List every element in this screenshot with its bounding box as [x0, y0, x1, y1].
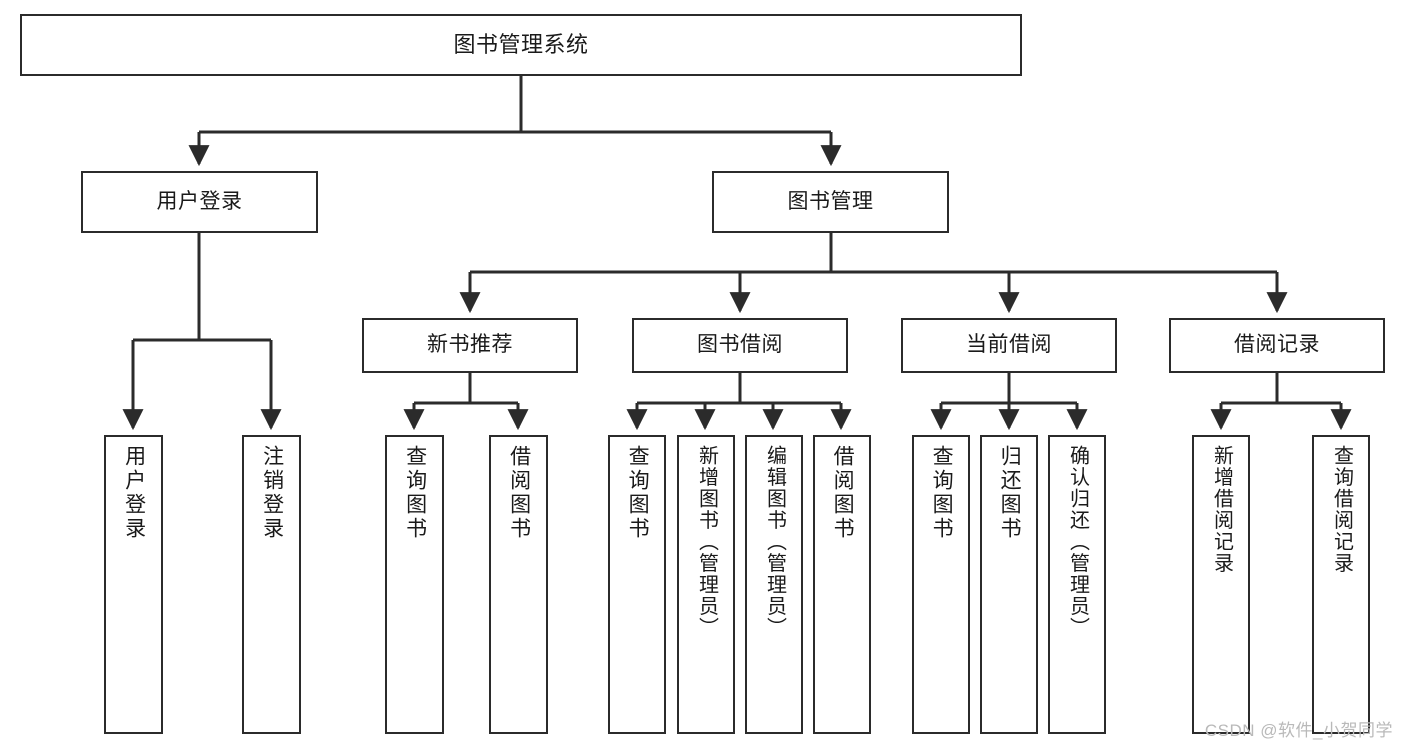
csdn-watermark: CSDN @软件_小贺同学: [1204, 721, 1393, 740]
node-leaf-query-book-3[interactable]: 查询图书: [912, 435, 970, 734]
node-book-manage-label: 图书管理: [787, 189, 874, 213]
node-leaf-edit-book-label: 编辑图书（管理员）: [763, 445, 786, 639]
node-leaf-borrow-book-2[interactable]: 借阅图书: [813, 435, 871, 734]
node-book-borrow-label: 图书借阅: [697, 333, 783, 357]
node-leaf-return-book-label: 归还图书: [998, 445, 1022, 541]
node-book-manage[interactable]: 图书管理: [712, 171, 949, 233]
node-leaf-borrow-book-1-label: 借阅图书: [507, 445, 531, 541]
node-root-label: 图书管理系统: [453, 32, 589, 58]
node-leaf-query-book-1[interactable]: 查询图书: [385, 435, 444, 734]
node-leaf-query-book-2[interactable]: 查询图书: [608, 435, 666, 734]
node-root[interactable]: 图书管理系统: [20, 14, 1022, 76]
node-leaf-query-record-label: 查询借阅记录: [1330, 445, 1353, 574]
node-new-book-recommend[interactable]: 新书推荐: [362, 318, 578, 373]
node-leaf-add-record-label: 新增借阅记录: [1210, 445, 1233, 574]
node-book-borrow[interactable]: 图书借阅: [632, 318, 848, 373]
node-user-login[interactable]: 用户登录: [81, 171, 318, 233]
node-leaf-confirm-return-label: 确认归还（管理员）: [1066, 445, 1089, 639]
node-leaf-logout-label: 注销登录: [260, 445, 284, 541]
node-leaf-query-record[interactable]: 查询借阅记录: [1312, 435, 1370, 734]
node-current-borrow[interactable]: 当前借阅: [901, 318, 1117, 373]
node-leaf-add-book-label: 新增图书（管理员）: [695, 445, 718, 639]
node-user-login-label: 用户登录: [156, 189, 243, 213]
node-leaf-query-book-1-label: 查询图书: [403, 445, 427, 541]
node-leaf-query-book-3-label: 查询图书: [930, 445, 954, 541]
node-leaf-borrow-book-1[interactable]: 借阅图书: [489, 435, 548, 734]
node-current-borrow-label: 当前借阅: [966, 333, 1052, 357]
node-borrow-record-label: 借阅记录: [1234, 333, 1320, 357]
node-leaf-logout[interactable]: 注销登录: [242, 435, 301, 734]
node-leaf-edit-book[interactable]: 编辑图书（管理员）: [745, 435, 803, 734]
node-leaf-add-book[interactable]: 新增图书（管理员）: [677, 435, 735, 734]
node-leaf-return-book[interactable]: 归还图书: [980, 435, 1038, 734]
node-leaf-add-record[interactable]: 新增借阅记录: [1192, 435, 1250, 734]
node-leaf-user-login[interactable]: 用户登录: [104, 435, 163, 734]
node-borrow-record[interactable]: 借阅记录: [1169, 318, 1385, 373]
node-leaf-query-book-2-label: 查询图书: [626, 445, 650, 541]
node-leaf-user-login-label: 用户登录: [122, 445, 146, 541]
node-new-book-recommend-label: 新书推荐: [427, 333, 513, 357]
node-leaf-borrow-book-2-label: 借阅图书: [831, 445, 855, 541]
node-leaf-confirm-return[interactable]: 确认归还（管理员）: [1048, 435, 1106, 734]
